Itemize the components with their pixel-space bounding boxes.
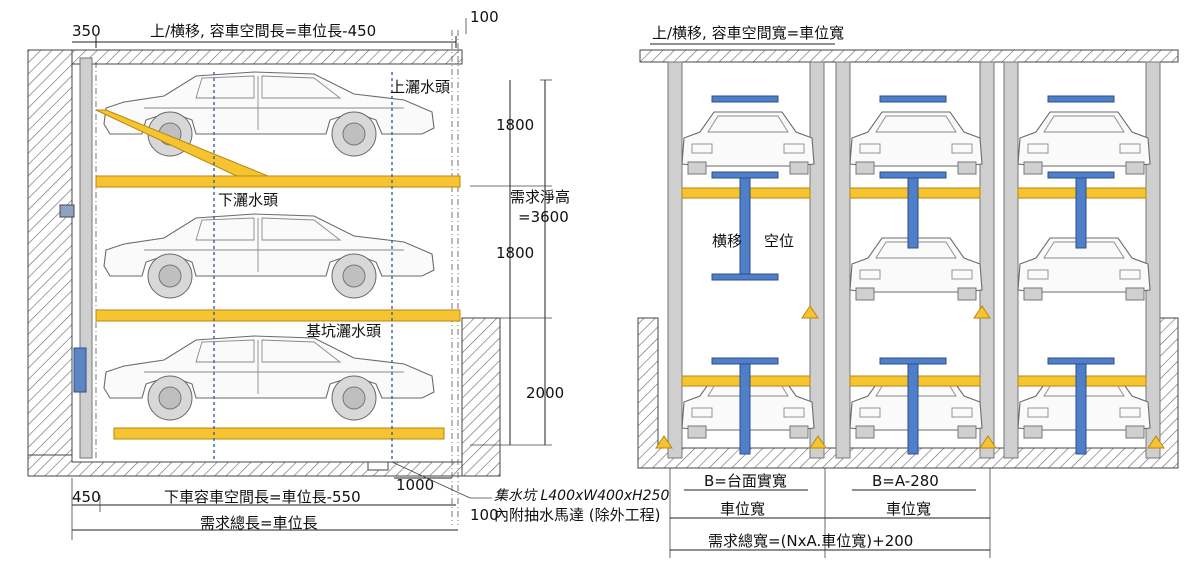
lower-length-label: 下車容車空間長=車位長-550 — [164, 488, 361, 506]
bottom-left-dim: 450 — [72, 488, 101, 506]
sump-pit — [367, 461, 389, 471]
lift-frames — [711, 95, 1115, 455]
top-left-dim: 350 — [72, 22, 101, 40]
floor-slab — [27, 454, 463, 477]
middle-level — [95, 213, 461, 322]
motor-unit — [59, 204, 75, 218]
bay-width-1: 車位寬 — [720, 500, 765, 518]
sump-line2: 內附抽水馬達 (除外工程) — [494, 506, 660, 524]
height-upper: 1800 — [496, 116, 534, 134]
dim-1000: 1000 — [396, 476, 434, 494]
total-width-label: 需求總寬=(NxA.車位寬)+200 — [708, 532, 913, 550]
b-label: B=台面實寬 — [704, 472, 787, 490]
height-middle: 1800 — [496, 244, 534, 262]
empty-label: 空位 — [764, 232, 794, 250]
b-formula-label: B=A-280 — [872, 472, 939, 490]
shift-label: 横移 — [712, 232, 742, 250]
front-view: 上/横移, 容車空間寬=車位寬 — [637, 24, 1179, 558]
top-right-dim: 100 — [470, 8, 499, 26]
top-length-label: 上/横移, 容車空間長=車位長-450 — [150, 22, 376, 40]
bottom-right-dim: 100 — [470, 506, 499, 524]
upper-sprinkler-label: 上灑水頭 — [390, 78, 450, 96]
rear-post — [79, 57, 93, 459]
clear-height-line2: =3600 — [518, 208, 569, 226]
total-length-label: 需求總長=車位長 — [200, 514, 318, 532]
upper-platform — [95, 175, 461, 188]
side-view: 上灑水頭 下灑水頭 基坑灑水頭 350 上/横移, 容車空間長=車位長-450 … — [27, 8, 669, 540]
pit-level — [103, 335, 445, 440]
ceiling-slab — [71, 49, 463, 65]
lower-sprinkler-label: 下灑水頭 — [218, 191, 278, 209]
sump-line1: 集水坑 L400xW400xH250 — [494, 488, 669, 504]
pit-platform — [113, 427, 445, 440]
left-wall — [27, 49, 73, 456]
upper-level — [95, 71, 461, 188]
front-ceiling — [639, 49, 1179, 63]
middle-platform — [95, 309, 461, 322]
height-pit: 2000 — [526, 384, 564, 402]
top-width-label: 上/横移, 容車空間寬=車位寬 — [652, 24, 844, 42]
pit-sprinkler-label: 基坑灑水頭 — [306, 322, 381, 340]
clear-height-line1: 需求淨高 — [510, 188, 570, 206]
bay-width-2: 車位寬 — [886, 500, 931, 518]
pit-wall — [461, 317, 501, 477]
pit-motor — [73, 347, 87, 393]
